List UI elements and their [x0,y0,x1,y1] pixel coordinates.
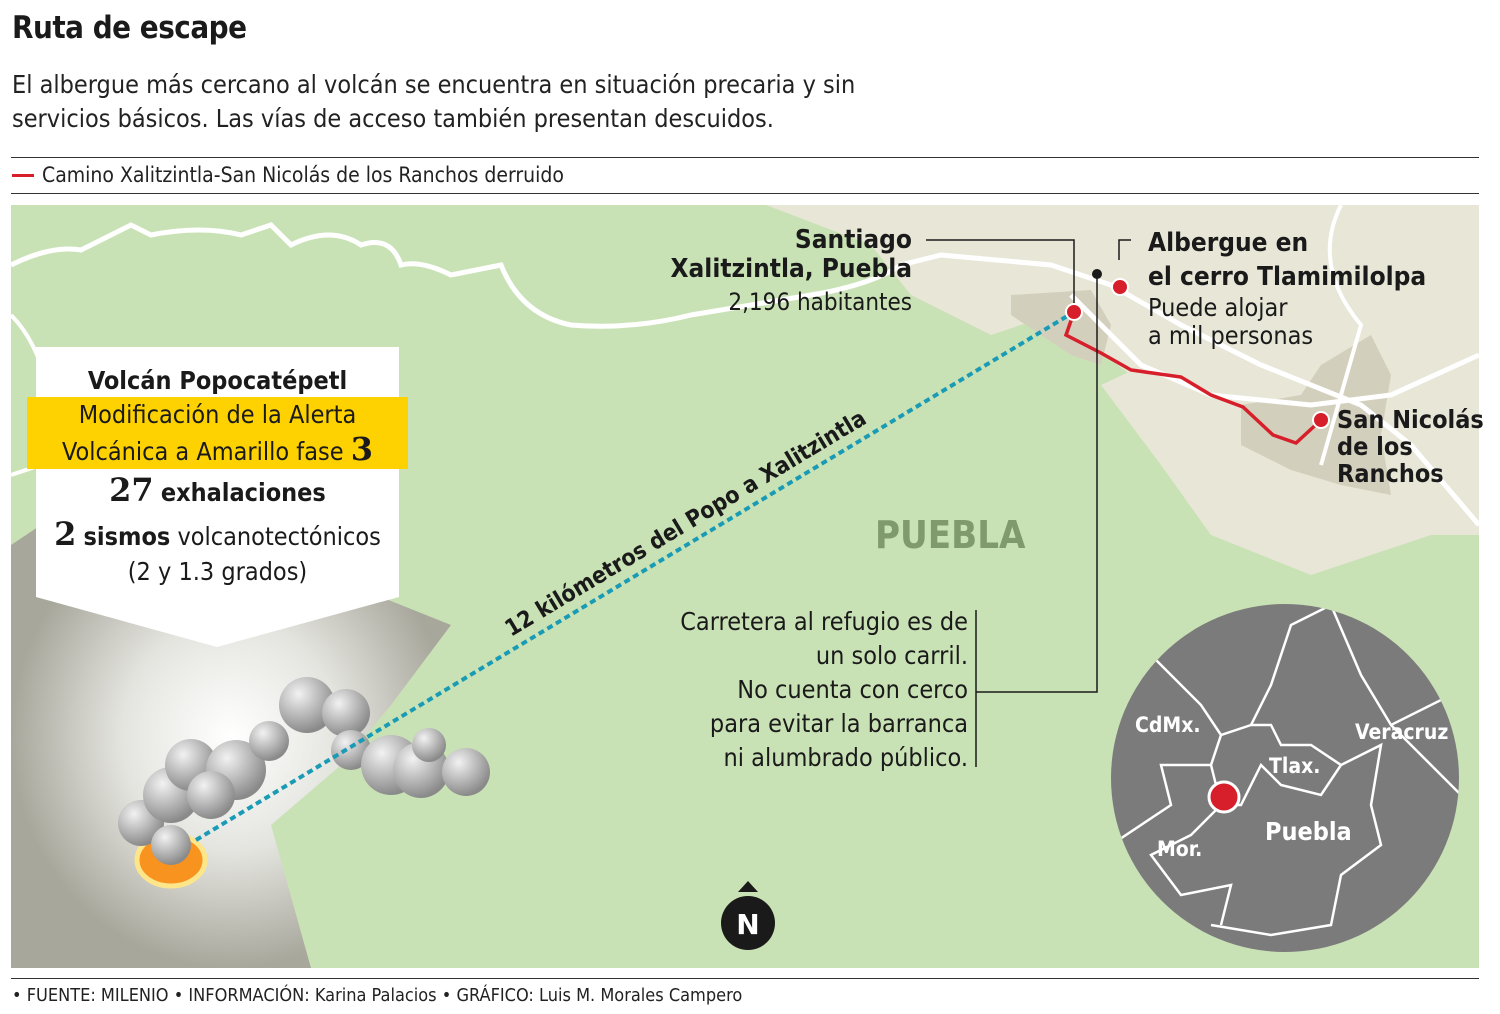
damaged-road-red [1063,311,1323,445]
leader-line [926,239,1075,305]
compass-label: N [736,908,759,941]
alert-line: Volcánica a Amarillo fase 3 [27,432,408,469]
divider [11,157,1479,158]
legend: Camino Xalitzintla-San Nicolás de los Ra… [12,163,564,187]
volcano-name: Volcán Popocatépetl [87,366,348,395]
leader-line [976,274,1098,693]
divider [11,193,1479,194]
subtitle: El albergue más cercano al volcán se enc… [12,70,856,133]
label-san-nicolas: San Nicolás de los Ranchos [1337,406,1484,487]
inset-label-mor: Mor. [1157,837,1202,861]
population: 2,196 habitantes [728,288,912,316]
place-name: el cerro Tlamimilolpa [1148,262,1427,292]
road-note-line: para evitar la barranca [709,709,968,738]
place-name: Ranchos [1337,459,1444,488]
alert-phase: 3 [350,430,373,468]
quakes-count: 2 [54,515,77,553]
inset-map [1111,604,1459,952]
region-label: PUEBLA [875,513,1026,557]
quakes-bold: sismos [83,522,171,551]
box-pointer [36,597,399,647]
road-note-line: un solo carril. [815,641,968,670]
road-white [1069,293,1479,408]
alert-text: Volcánica a Amarillo fase [62,437,344,466]
capacity: Puede alojar [1148,293,1288,322]
road-note-line: ni alumbrado público. [723,743,968,772]
exhalations: 27 exhalaciones [36,469,399,514]
quakes: 2 sismos volcanotectónicos [36,514,399,557]
marker-san-nicolas [1312,411,1330,429]
place-name: San Nicolás [1337,405,1484,434]
inset-label-tlax: Tlax. [1269,754,1320,778]
alert-banner: Modificación de la Alerta Volcánica a Am… [27,397,408,469]
marker-xalitzintla [1065,303,1083,321]
inset-label-cdmx: CdMx. [1135,713,1201,737]
credits: • FUENTE: MILENIO • INFORMACIÓN: Karina … [12,985,743,1006]
exhalations-label: exhalaciones [160,478,326,507]
distance-line [194,310,1076,842]
place-name: Santiago [794,225,912,255]
capacity: a mil personas [1148,321,1314,350]
alert-line: Modificación de la Alerta [78,400,357,429]
compass [721,896,775,950]
place-name: de los [1337,432,1413,461]
legend-label: Camino Xalitzintla-San Nicolás de los Ra… [42,163,564,187]
leader-line [1118,239,1131,260]
quakes-label: volcanotectónicos [177,522,381,551]
page-title: Ruta de escape [12,10,247,46]
road-note-line: No cuenta con cerco [737,675,968,704]
quakes-detail: (2 y 1.3 grados) [127,557,308,586]
volcano-info-box: Volcán Popocatépetl Modificación de la A… [27,347,408,647]
road-note: Carretera al refugio es de un solo carri… [620,605,968,775]
label-albergue: Albergue en el cerro Tlamimilolpa Puede … [1148,226,1426,350]
marker-albergue [1111,278,1129,296]
place-name: Albergue en [1148,228,1309,258]
label-xalitzintla: Santiago Xalitzintla, Puebla 2,196 habit… [600,226,912,317]
legend-red-line-swatch [12,173,34,177]
road-white [1319,205,1364,466]
road-white [11,222,1479,527]
road-note-line: Carretera al refugio es de [680,607,968,636]
place-name: Xalitzintla, Puebla [670,254,912,284]
inset-label-puebla: Puebla [1265,817,1352,846]
north-arrow-icon [738,881,758,892]
smoke-plume [118,677,490,865]
exhalations-count: 27 [109,471,154,509]
inset-label-veracruz: Veracruz [1355,720,1448,744]
divider [11,978,1479,979]
